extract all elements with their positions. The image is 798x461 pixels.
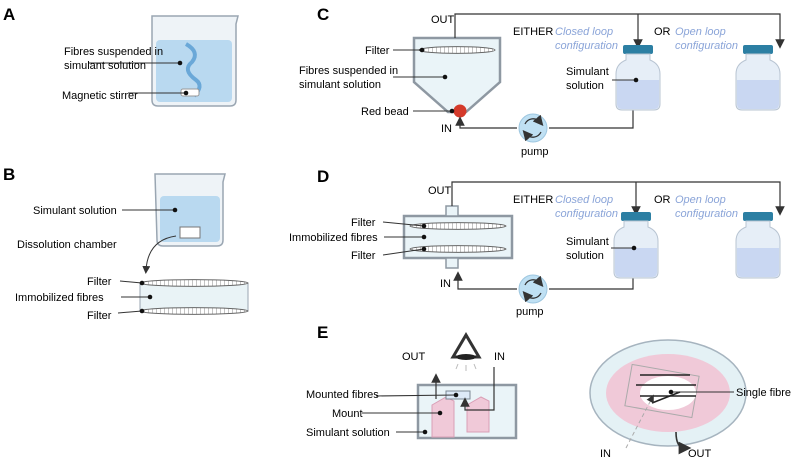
- label-simulant-d1: Simulant: [566, 236, 609, 248]
- pump-d: [518, 274, 548, 304]
- label-mounted-fibres: Mounted fibres: [306, 389, 379, 401]
- panel-e-letter: E: [317, 323, 328, 342]
- red-bead: [453, 104, 467, 118]
- label-closed-loop-d2: configuration: [555, 208, 618, 220]
- label-out-d: OUT: [428, 185, 452, 197]
- panel-e: E OUT IN Mounted fibres Mount Simulant s…: [306, 323, 791, 460]
- label-open-loop-d1: Open loop: [675, 194, 726, 206]
- bottle-closed-loop-d: [613, 212, 659, 279]
- panel-b: B Simulant solution Dissolution chamber …: [3, 165, 249, 322]
- panel-a: A Fibres suspended in simulant solution …: [3, 5, 239, 107]
- label-closed-loop-c1: Closed loop: [555, 26, 613, 38]
- label-fibres-c1: Fibres suspended in: [299, 65, 398, 77]
- dissolution-chamber-small: [179, 226, 201, 239]
- funnel-chamber: [412, 36, 502, 118]
- label-fibres-suspended-a2: simulant solution: [64, 60, 146, 72]
- label-simulant-e: Simulant solution: [306, 427, 390, 439]
- eye-icon: [450, 332, 482, 371]
- label-either-d: EITHER: [513, 194, 553, 206]
- label-pump-d: pump: [516, 306, 544, 318]
- pump-c: [518, 113, 548, 143]
- label-out-e: OUT: [402, 351, 426, 363]
- beaker-b: [154, 173, 226, 247]
- label-closed-loop-c2: configuration: [555, 40, 618, 52]
- flow-chamber-d: [402, 205, 514, 269]
- panel-c: C OUT EITHER Closed loop configuration O…: [299, 5, 785, 158]
- label-filter-c: Filter: [365, 45, 390, 57]
- label-immobilized-d: Immobilized fibres: [289, 232, 378, 244]
- bottle-open-loop-c: [735, 45, 781, 111]
- panel-d-letter: D: [317, 167, 329, 186]
- label-open-loop-d2: configuration: [675, 208, 738, 220]
- label-filter-d-bottom: Filter: [351, 250, 376, 262]
- label-single-fibre: Single fibre: [736, 387, 791, 399]
- label-open-loop-c1: Open loop: [675, 26, 726, 38]
- bottle-closed-loop-c: [615, 45, 661, 111]
- bottle-open-loop-d: [735, 212, 781, 279]
- label-immobilized-b: Immobilized fibres: [15, 292, 104, 304]
- label-fibres-suspended-a1: Fibres suspended in: [64, 46, 163, 58]
- panel-b-letter: B: [3, 165, 15, 184]
- top-view-chamber: [589, 339, 747, 447]
- label-red-bead: Red bead: [361, 106, 409, 118]
- label-out-e2: OUT: [688, 448, 712, 460]
- label-simulant-c1: Simulant: [566, 66, 609, 78]
- label-simulant-solution-b: Simulant solution: [33, 205, 117, 217]
- panel-a-letter: A: [3, 5, 15, 24]
- panel-c-letter: C: [317, 5, 329, 24]
- label-in-c: IN: [441, 123, 452, 135]
- label-dissolution-chamber: Dissolution chamber: [17, 239, 117, 251]
- label-out-c: OUT: [431, 14, 455, 26]
- label-filter-b-top: Filter: [87, 276, 112, 288]
- label-simulant-d2: solution: [566, 250, 604, 262]
- label-filter-d-top: Filter: [351, 217, 376, 229]
- label-in-e: IN: [494, 351, 505, 363]
- label-in-e2: IN: [600, 448, 611, 460]
- beaker-a: [151, 15, 239, 107]
- label-open-loop-c2: configuration: [675, 40, 738, 52]
- label-filter-b-bottom: Filter: [87, 310, 112, 322]
- flow-cell-e: [416, 383, 518, 440]
- label-closed-loop-d1: Closed loop: [555, 194, 613, 206]
- label-mount: Mount: [332, 408, 363, 420]
- label-or-c: OR: [654, 26, 671, 38]
- dissolution-chamber-large: [139, 279, 249, 315]
- label-simulant-c2: solution: [566, 80, 604, 92]
- label-pump-c: pump: [521, 146, 549, 158]
- panel-d: D OUT EITHER Closed loop configuration O…: [289, 167, 785, 318]
- label-or-d: OR: [654, 194, 671, 206]
- label-magnetic-stirrer: Magnetic stirrer: [62, 90, 138, 102]
- label-fibres-c2: simulant solution: [299, 79, 381, 91]
- label-either-c: EITHER: [513, 26, 553, 38]
- label-in-d: IN: [440, 278, 451, 290]
